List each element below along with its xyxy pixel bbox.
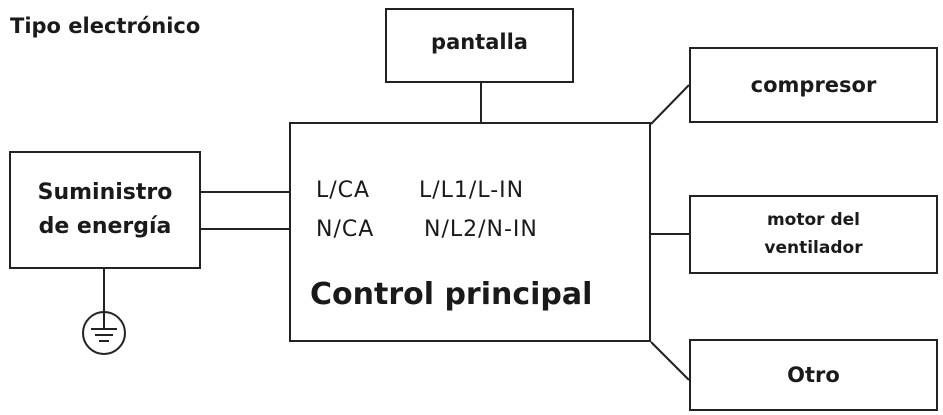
ventilador-label-line2: ventilador <box>764 237 863 258</box>
diagram-title: Tipo electrónico <box>10 14 201 38</box>
otro-label: Otro <box>787 363 840 387</box>
terminal-n-ca: N/CA <box>316 217 375 242</box>
pantalla-box: pantalla <box>385 8 574 83</box>
wire-control-compresor <box>650 84 690 125</box>
otro-box: Otro <box>689 339 938 411</box>
terminal-n-l2: N/L2/N-IN <box>424 217 538 242</box>
wire-control-otro <box>650 341 690 381</box>
ground-symbol-icon <box>82 311 126 355</box>
compresor-label: compresor <box>750 73 877 97</box>
suministro-label-line1: Suministro <box>37 179 173 205</box>
control-principal-box: L/CA L/L1/L-IN N/CA N/L2/N-IN Control pr… <box>289 122 651 342</box>
control-principal-label: Control principal <box>310 277 593 312</box>
terminal-l-l1: L/L1/L-IN <box>419 178 525 203</box>
pantalla-label: pantalla <box>431 29 528 54</box>
compresor-box: compresor <box>689 47 938 123</box>
suministro-box: Suministro de energía <box>9 151 201 269</box>
terminal-l-ca: L/CA <box>316 178 371 203</box>
ventilador-label-line1: motor del <box>766 210 860 231</box>
suministro-label-line2: de energía <box>38 214 172 239</box>
ventilador-box: motor del ventilador <box>689 195 938 274</box>
